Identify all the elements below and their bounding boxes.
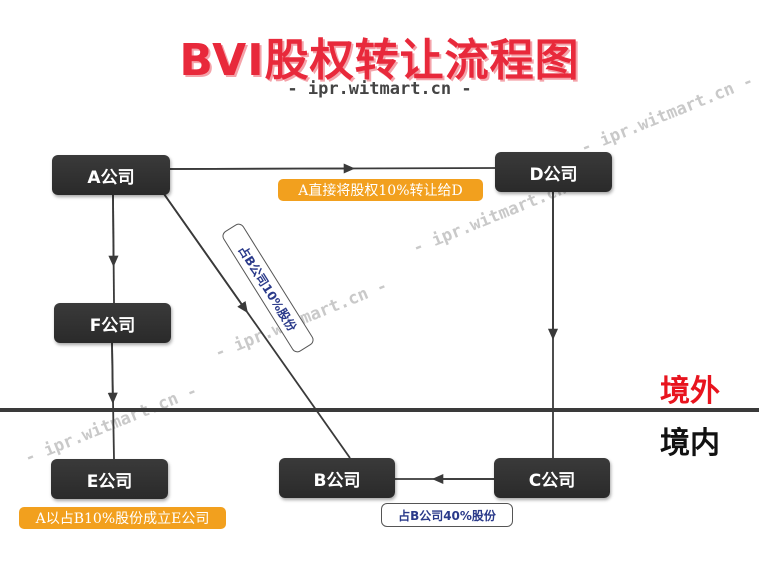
node-e-company: E公司 bbox=[51, 459, 168, 499]
zone-offshore-label: 境外 bbox=[660, 374, 720, 409]
note-a-to-d: A直接将股权10%转让给D bbox=[278, 179, 483, 201]
node-f-company: F公司 bbox=[54, 303, 171, 343]
node-a-company: A公司 bbox=[52, 155, 170, 195]
page-subtitle: - ipr.witmart.cn - bbox=[287, 79, 472, 99]
note-a-to-e: A以占B10%股份成立E公司 bbox=[19, 507, 226, 529]
node-c-company: C公司 bbox=[494, 458, 610, 498]
node-b-company: B公司 bbox=[279, 458, 395, 498]
page-title: BVI股权转让流程图 bbox=[179, 35, 580, 86]
zone-onshore-label: 境内 bbox=[660, 426, 720, 461]
tag-c-holds-b: 占B公司40%股份 bbox=[381, 503, 513, 527]
node-d-company: D公司 bbox=[495, 152, 612, 192]
